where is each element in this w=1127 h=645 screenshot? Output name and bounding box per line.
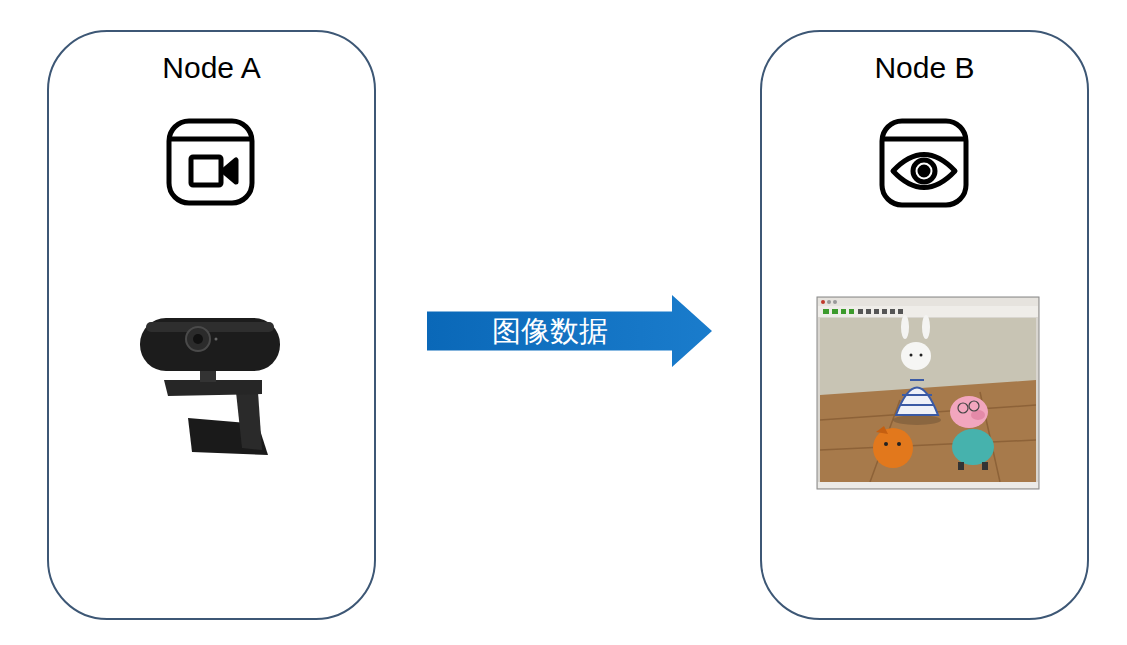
node-box: Node B [760, 30, 1089, 620]
edge-label: 图像数据 [492, 314, 608, 349]
eye-icon [882, 121, 966, 205]
webcam-illustration [140, 318, 280, 455]
image-viewer-screenshot [817, 297, 1039, 489]
block-arrow [427, 295, 712, 367]
camera-icon [169, 121, 252, 203]
node-title: Node A [49, 32, 374, 87]
node-box: Node A [47, 30, 376, 620]
node-title: Node B [762, 32, 1087, 87]
